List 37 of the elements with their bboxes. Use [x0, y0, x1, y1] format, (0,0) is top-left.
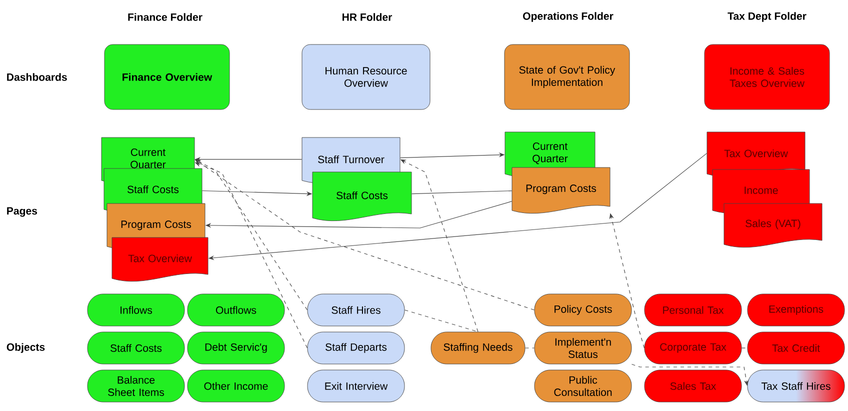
object-pill: Balance Sheet Items — [87, 370, 185, 402]
object-pill: Corporate Tax — [644, 332, 742, 364]
object-pill: Exit Interview — [307, 370, 405, 402]
object-pill: Sales Tax — [644, 370, 742, 402]
column-heading: Operations Folder — [523, 12, 614, 22]
connector-line — [404, 310, 478, 332]
row-heading: Objects — [6, 343, 45, 353]
object-pill: Inflows — [87, 294, 185, 326]
object-pill: Outflows — [187, 294, 285, 326]
dashboard-box: Income & Sales Taxes Overview — [704, 44, 830, 110]
column-heading: Finance Folder — [128, 13, 202, 21]
page-document: Sales (VAT) — [724, 203, 822, 248]
object-pill: Other Income — [187, 370, 285, 402]
row-heading: Pages — [7, 207, 38, 217]
object-pill: Exemptions — [747, 294, 845, 326]
column-heading: Tax Dept Folder — [728, 12, 806, 22]
object-pill: Public Consultation — [534, 370, 632, 402]
object-pill: Staffing Needs — [430, 332, 526, 364]
page-document: Staff Costs — [312, 172, 412, 221]
object-pill: Debt Servic'g — [187, 332, 285, 364]
page-document: Tax Overview — [112, 237, 208, 282]
object-pill: Staff Hires — [307, 294, 405, 326]
object-pill: Implement'n Status — [534, 332, 632, 364]
object-pill: Policy Costs — [534, 294, 632, 326]
dashboard-box: Human Resource Overview — [302, 44, 430, 110]
page-document: Program Costs — [512, 167, 610, 214]
connector-line — [411, 190, 512, 194]
column-heading: HR Folder — [342, 13, 392, 21]
object-pill: Personal Tax — [644, 294, 742, 326]
object-pill: Tax Credit — [747, 332, 845, 364]
object-pill: Tax Staff Hires — [747, 370, 845, 402]
row-heading: Dashboards — [7, 73, 67, 81]
object-pill: Staff Costs — [87, 332, 185, 364]
object-pill: Staff Departs — [307, 332, 405, 364]
arrow — [631, 364, 749, 386]
dashboard-box: Finance Overview — [104, 44, 230, 110]
dashboard-box: State of Gov't Policy Implementation — [504, 44, 630, 110]
